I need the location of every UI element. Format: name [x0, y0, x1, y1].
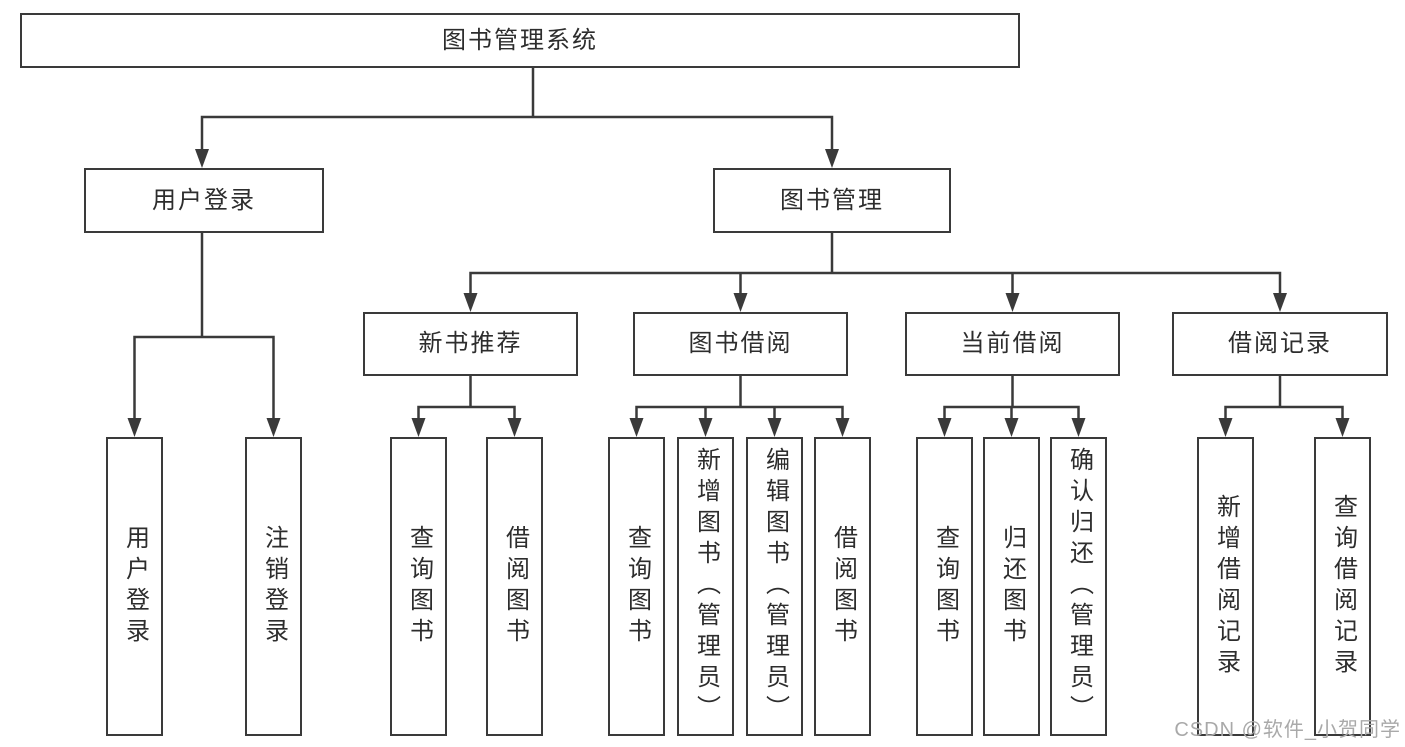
leaf-label: 借阅图书	[829, 524, 857, 649]
connector-book-management-children	[463, 231, 1287, 312]
leaf-label: 新增借阅记录	[1212, 493, 1240, 680]
leaf-label: 查询图书	[931, 524, 959, 649]
leaf-borrow-borrow-book: 借阅图书	[814, 437, 871, 736]
connector-records-children	[1218, 374, 1350, 437]
csdn-watermark: CSDN @软件_小贺同学	[1174, 719, 1401, 741]
leaf-label: 用户登录	[121, 524, 149, 649]
leaf-label: 确认归还（管理员）	[1065, 447, 1093, 726]
leaf-newbooks-borrow-book: 借阅图书	[486, 437, 543, 736]
leaf-borrow-query-book: 查询图书	[608, 437, 665, 736]
connector-new-books-children	[411, 374, 522, 437]
node-book-management: 图书管理	[713, 168, 951, 233]
leaf-logout-login: 注销登录	[245, 437, 302, 736]
node-label: 图书借阅	[688, 330, 793, 357]
node-new-book-recommend: 新书推荐	[363, 312, 578, 376]
connector-current-borrow-children	[937, 374, 1086, 437]
connector-root-branches	[195, 66, 839, 168]
node-borrow-records: 借阅记录	[1172, 312, 1388, 376]
node-label: 当前借阅	[960, 330, 1065, 357]
node-book-borrow: 图书借阅	[633, 312, 848, 376]
connector-user-login-children	[127, 231, 281, 437]
node-label: 新书推荐	[418, 330, 523, 357]
node-label: 用户登录	[152, 186, 256, 214]
leaf-current-confirm-return-admin: 确认归还（管理员）	[1050, 437, 1107, 736]
leaf-current-query-book: 查询图书	[916, 437, 973, 736]
leaf-label: 查询图书	[405, 524, 433, 649]
node-library-management-system: 图书管理系统	[20, 13, 1020, 68]
leaf-label: 编辑图书（管理员）	[761, 447, 789, 726]
connector-book-borrow-children	[629, 374, 850, 437]
leaf-label: 归还图书	[998, 524, 1026, 649]
leaf-borrow-edit-book-admin: 编辑图书（管理员）	[746, 437, 803, 736]
leaf-label: 借阅图书	[501, 524, 529, 649]
leaf-newbooks-query-book: 查询图书	[390, 437, 447, 736]
node-label: 图书管理系统	[442, 26, 598, 54]
node-user-login: 用户登录	[84, 168, 324, 233]
leaf-label: 查询借阅记录	[1329, 493, 1357, 680]
leaf-records-add-record: 新增借阅记录	[1197, 437, 1254, 736]
node-current-borrow: 当前借阅	[905, 312, 1120, 376]
node-label: 借阅记录	[1228, 330, 1332, 357]
leaf-borrow-add-book-admin: 新增图书（管理员）	[677, 437, 734, 736]
node-label: 图书管理	[780, 186, 884, 214]
leaf-user-login: 用户登录	[106, 437, 163, 736]
leaf-current-return-book: 归还图书	[983, 437, 1040, 736]
leaf-records-query-record: 查询借阅记录	[1314, 437, 1371, 736]
leaf-label: 新增图书（管理员）	[692, 447, 720, 726]
leaf-label: 查询图书	[623, 524, 651, 649]
leaf-label: 注销登录	[260, 524, 288, 649]
